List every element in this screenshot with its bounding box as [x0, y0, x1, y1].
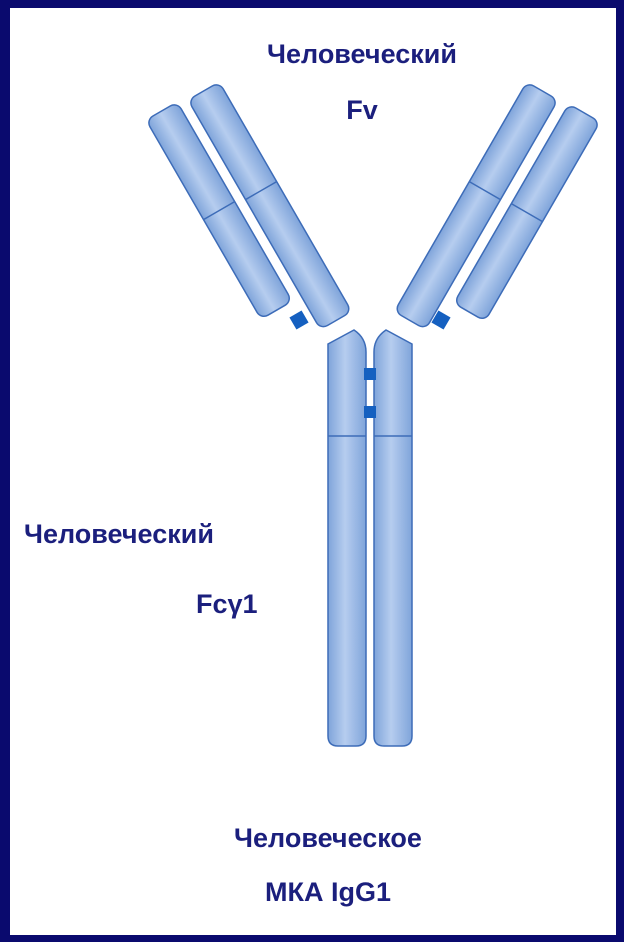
fv-label-line1: Человеческий	[267, 38, 457, 70]
title-label-line1: Человеческое	[234, 822, 422, 854]
left-heavy-chain-fc	[328, 330, 366, 746]
fc-label-line2: Fcγ1	[196, 588, 258, 620]
hinge-disulfide-bond-lower	[364, 406, 376, 418]
fv-label-line2: Fv	[346, 94, 378, 126]
antibody-igg1-diagram	[10, 8, 616, 935]
left-disulfide-bond	[289, 310, 308, 329]
right-heavy-chain-fc	[374, 330, 412, 746]
title-label-line2: МКА IgG1	[265, 876, 391, 908]
hinge-disulfide-bond-upper	[364, 368, 376, 380]
fc-label-line1: Человеческий	[24, 518, 214, 550]
slide-panel: Человеческий Fv Человеческий Fcγ1 Челове…	[10, 8, 616, 935]
